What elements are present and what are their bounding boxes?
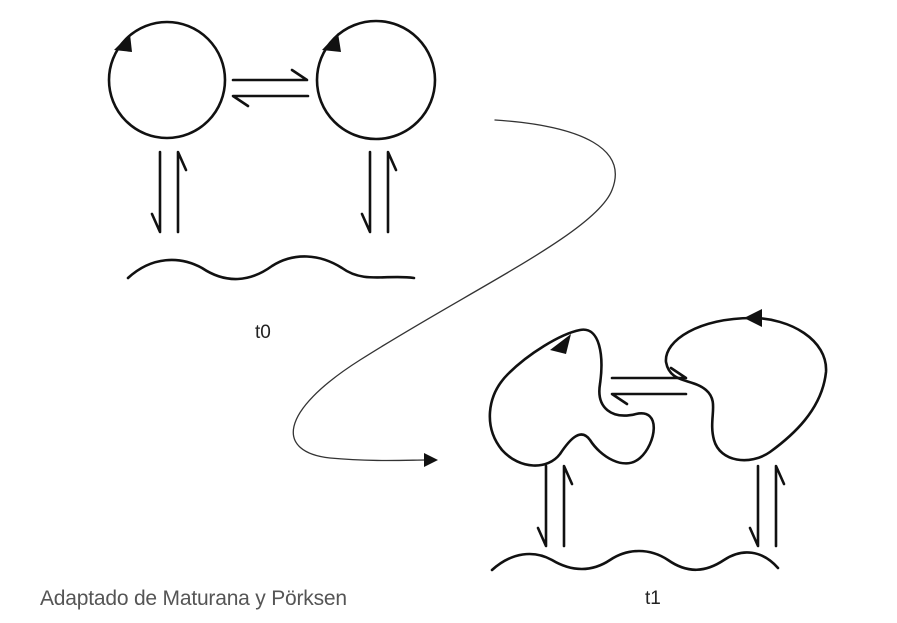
t1-left-vertical-harpoon-pair-icon (536, 464, 574, 548)
t1-system (488, 309, 828, 572)
t0-left-circle-arrowhead-icon (114, 34, 132, 52)
t0-right-harpoon-down (360, 150, 372, 234)
t0-left-harpoon-up (176, 150, 188, 234)
t0-horizontal-harpoon-pair-icon (231, 68, 310, 108)
t0-right-vertical-harpoon-pair-icon (360, 150, 398, 234)
t1-left-harpoon-up (562, 464, 574, 548)
t1-harpoon-left (610, 392, 688, 406)
t1-right-harpoon-down (748, 464, 760, 548)
t1-right-vertical-harpoon-pair-icon (748, 464, 786, 548)
t1-left-unity-arrowhead-icon (550, 334, 571, 354)
t0-label: t0 (255, 322, 271, 343)
t1-medium-wave (490, 549, 780, 572)
t0-left-vertical-harpoon-pair-icon (150, 150, 188, 234)
connector-arrowhead-icon (424, 453, 438, 467)
source-caption: Adaptado de Maturana y Pörksen (40, 587, 347, 610)
t1-right-deformed-unity (664, 316, 828, 462)
t1-label: t1 (645, 588, 661, 609)
t0-right-unity-circle (315, 19, 437, 141)
t0-to-t1-connector (292, 119, 616, 467)
t0-left-unity-circle (107, 20, 227, 140)
t0-system (107, 19, 437, 281)
connector-curve (292, 119, 616, 462)
t0-harpoon-left (231, 94, 310, 108)
t1-right-harpoon-up (774, 464, 786, 548)
t0-harpoon-right (231, 68, 309, 82)
t0-right-harpoon-up (386, 150, 398, 234)
t1-right-unity-arrowhead-icon (744, 309, 762, 327)
t1-harpoon-right (610, 366, 688, 380)
t0-left-harpoon-down (150, 150, 162, 234)
t1-horizontal-harpoon-pair-icon (610, 366, 688, 406)
t1-left-harpoon-down (536, 464, 548, 548)
t1-left-deformed-unity (488, 328, 656, 467)
t0-medium-wave (126, 255, 416, 281)
t0-right-circle-arrowhead-icon (322, 33, 341, 52)
